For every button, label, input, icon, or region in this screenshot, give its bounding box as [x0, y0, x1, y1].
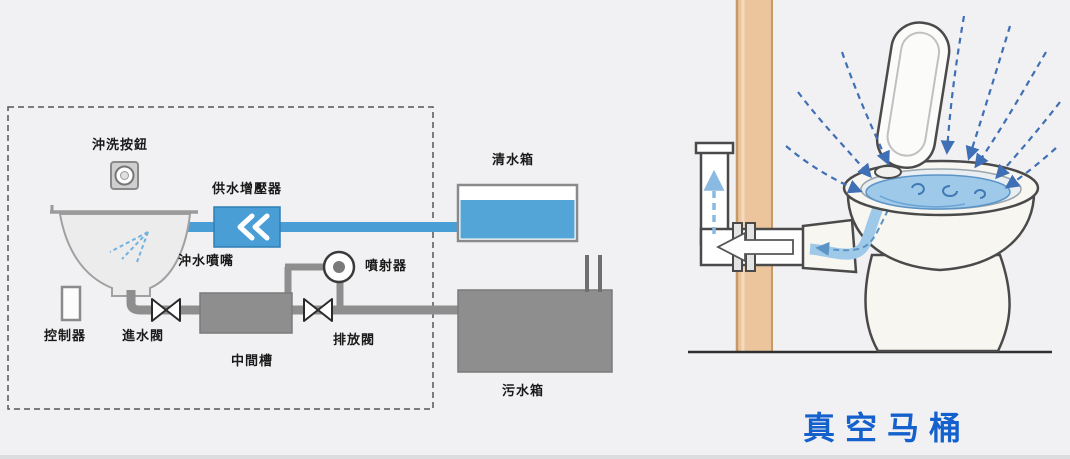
- label-flush-nozzle: 沖水噴嘴: [178, 254, 235, 269]
- flush-button-icon: [110, 161, 139, 190]
- label-clean-water-tank: 清水箱: [492, 153, 535, 168]
- trap-flow-dashes: [815, 209, 889, 256]
- bowl-water: [865, 174, 1011, 210]
- bottom-edge-band: [0, 455, 1070, 459]
- label-booster: 供水增壓器: [212, 182, 283, 197]
- schematic-diagram: [7, 106, 613, 410]
- label-flush-button: 沖洗按鈕: [92, 138, 149, 153]
- label-intermediate-tank: 中間槽: [231, 354, 274, 369]
- booster-icon: [213, 206, 281, 248]
- nozzle-spray: [109, 231, 149, 263]
- sewage-tank: [457, 255, 613, 373]
- label-ejector: 噴射器: [365, 259, 408, 274]
- toilet-body: [716, 21, 1040, 353]
- label-inlet-valve: 進水閥: [122, 329, 165, 344]
- water-swirls: [879, 183, 986, 208]
- wall: [735, 0, 773, 352]
- figure-caption: 真空马桶: [803, 409, 972, 447]
- toilet-lid-open: [875, 21, 951, 170]
- label-sewage-tank: 污水箱: [502, 384, 545, 399]
- label-discharge-valve: 排放閥: [333, 333, 376, 348]
- ejector-icon: [322, 250, 356, 284]
- label-controller: 控制器: [44, 329, 87, 344]
- controller-icon: [60, 285, 82, 322]
- dashed-boundary: [7, 106, 434, 410]
- toilet-bowl-schematic: [50, 205, 198, 315]
- inlet-valve-icon: [151, 298, 181, 322]
- intermediate-tank: [199, 292, 293, 334]
- toilet-base: [864, 253, 1011, 353]
- seat-hinge: [874, 165, 902, 179]
- drain-pipe: [126, 290, 154, 315]
- discharge-valve-icon: [303, 298, 333, 322]
- air-flow-arrows: [785, 15, 1061, 194]
- clean-water-tank: [456, 183, 579, 243]
- toilet-illustration: [688, 0, 1061, 354]
- pipe-flow-arrow: [716, 231, 794, 263]
